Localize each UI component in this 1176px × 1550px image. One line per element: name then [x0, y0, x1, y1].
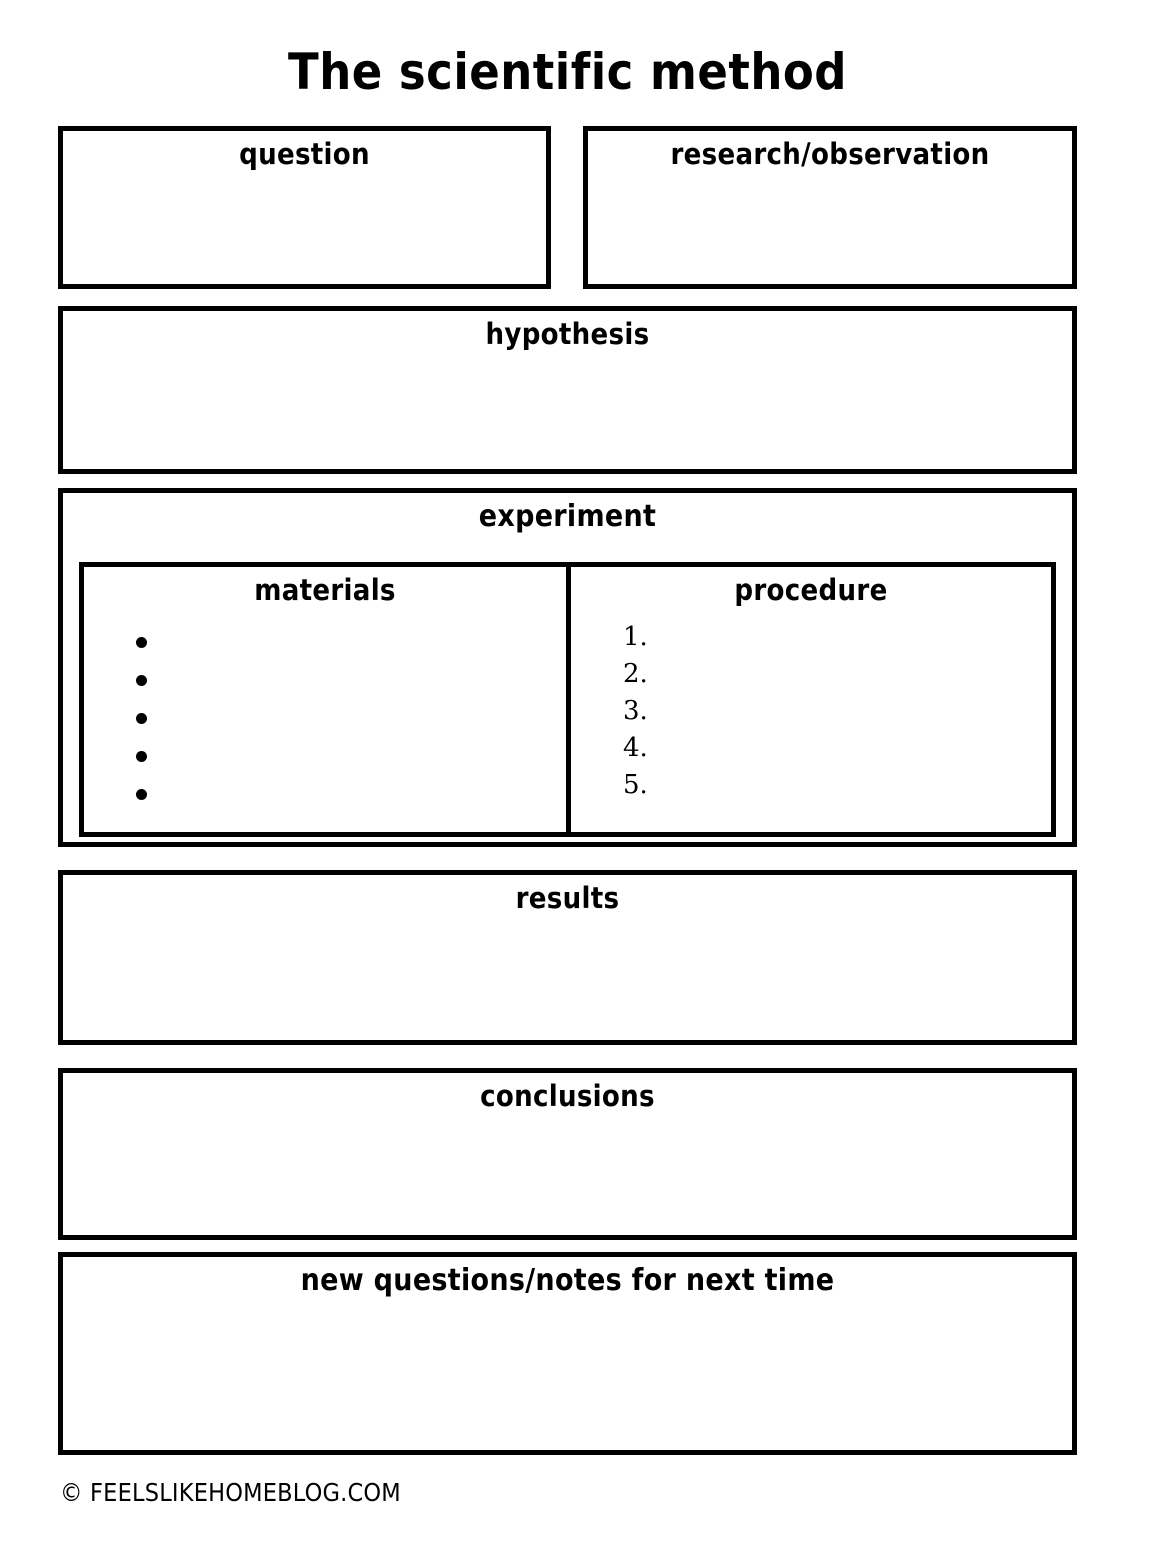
- list-item[interactable]: 4.: [623, 733, 648, 763]
- list-item[interactable]: [136, 774, 147, 812]
- bullet-icon: [136, 637, 147, 648]
- results-box[interactable]: results: [58, 870, 1077, 1045]
- conclusions-label: conclusions: [480, 1079, 655, 1113]
- list-item[interactable]: 3.: [623, 696, 648, 726]
- bullet-icon: [136, 789, 147, 800]
- results-label: results: [515, 881, 620, 915]
- procedure-number-list: 1. 2. 3. 4. 5.: [623, 619, 648, 804]
- question-box[interactable]: question: [58, 126, 551, 289]
- new-questions-box[interactable]: new questions/notes for next time: [58, 1252, 1077, 1455]
- materials-column[interactable]: materials: [84, 567, 571, 832]
- list-item[interactable]: 1.: [623, 622, 648, 652]
- list-item[interactable]: 2.: [623, 659, 648, 689]
- list-item[interactable]: [136, 660, 147, 698]
- bullet-icon: [136, 713, 147, 724]
- page-title: The scientific method: [287, 43, 848, 101]
- list-item[interactable]: 5.: [623, 770, 648, 800]
- new-questions-label: new questions/notes for next time: [300, 1263, 835, 1298]
- experiment-label: experiment: [478, 499, 657, 534]
- list-item[interactable]: [136, 622, 147, 660]
- hypothesis-label: hypothesis: [485, 317, 650, 351]
- bullet-icon: [136, 751, 147, 762]
- procedure-label: procedure: [734, 573, 888, 607]
- conclusions-box[interactable]: conclusions: [58, 1068, 1077, 1240]
- list-item[interactable]: [136, 698, 147, 736]
- bullet-icon: [136, 675, 147, 686]
- materials-bullet-list: [136, 622, 147, 812]
- research-observation-box[interactable]: research/observation: [583, 126, 1077, 289]
- materials-label: materials: [254, 573, 396, 607]
- experiment-inner-box: materials procedure 1. 2. 3. 4. 5.: [79, 562, 1056, 837]
- question-label: question: [239, 137, 370, 171]
- hypothesis-box[interactable]: hypothesis: [58, 306, 1077, 474]
- list-item[interactable]: [136, 736, 147, 774]
- procedure-column[interactable]: procedure 1. 2. 3. 4. 5.: [571, 567, 1051, 832]
- research-observation-label: research/observation: [670, 137, 990, 171]
- footer-credit: © feelslikehomeblog.com: [60, 1478, 401, 1507]
- experiment-box[interactable]: experiment materials procedure 1. 2. 3.: [58, 488, 1077, 847]
